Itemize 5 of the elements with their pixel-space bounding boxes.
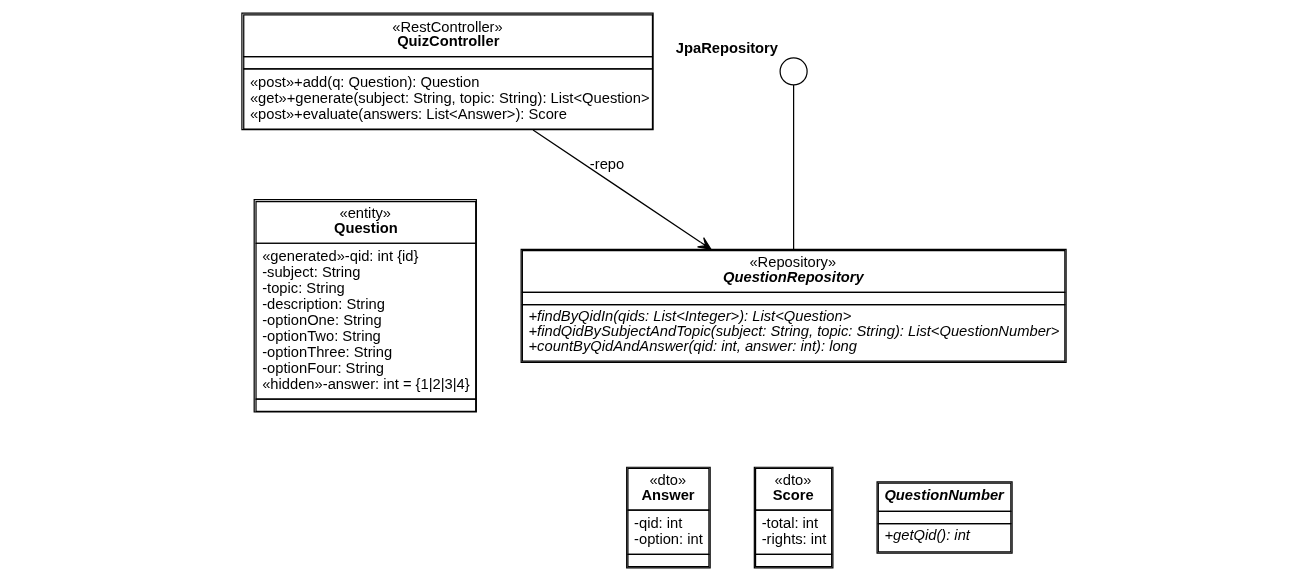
node-label: JpaRepository [675, 39, 779, 56]
connector [793, 84, 795, 250]
edge-label: -repo [589, 155, 625, 172]
node-circle [779, 57, 808, 86]
arrow [532, 129, 712, 250]
